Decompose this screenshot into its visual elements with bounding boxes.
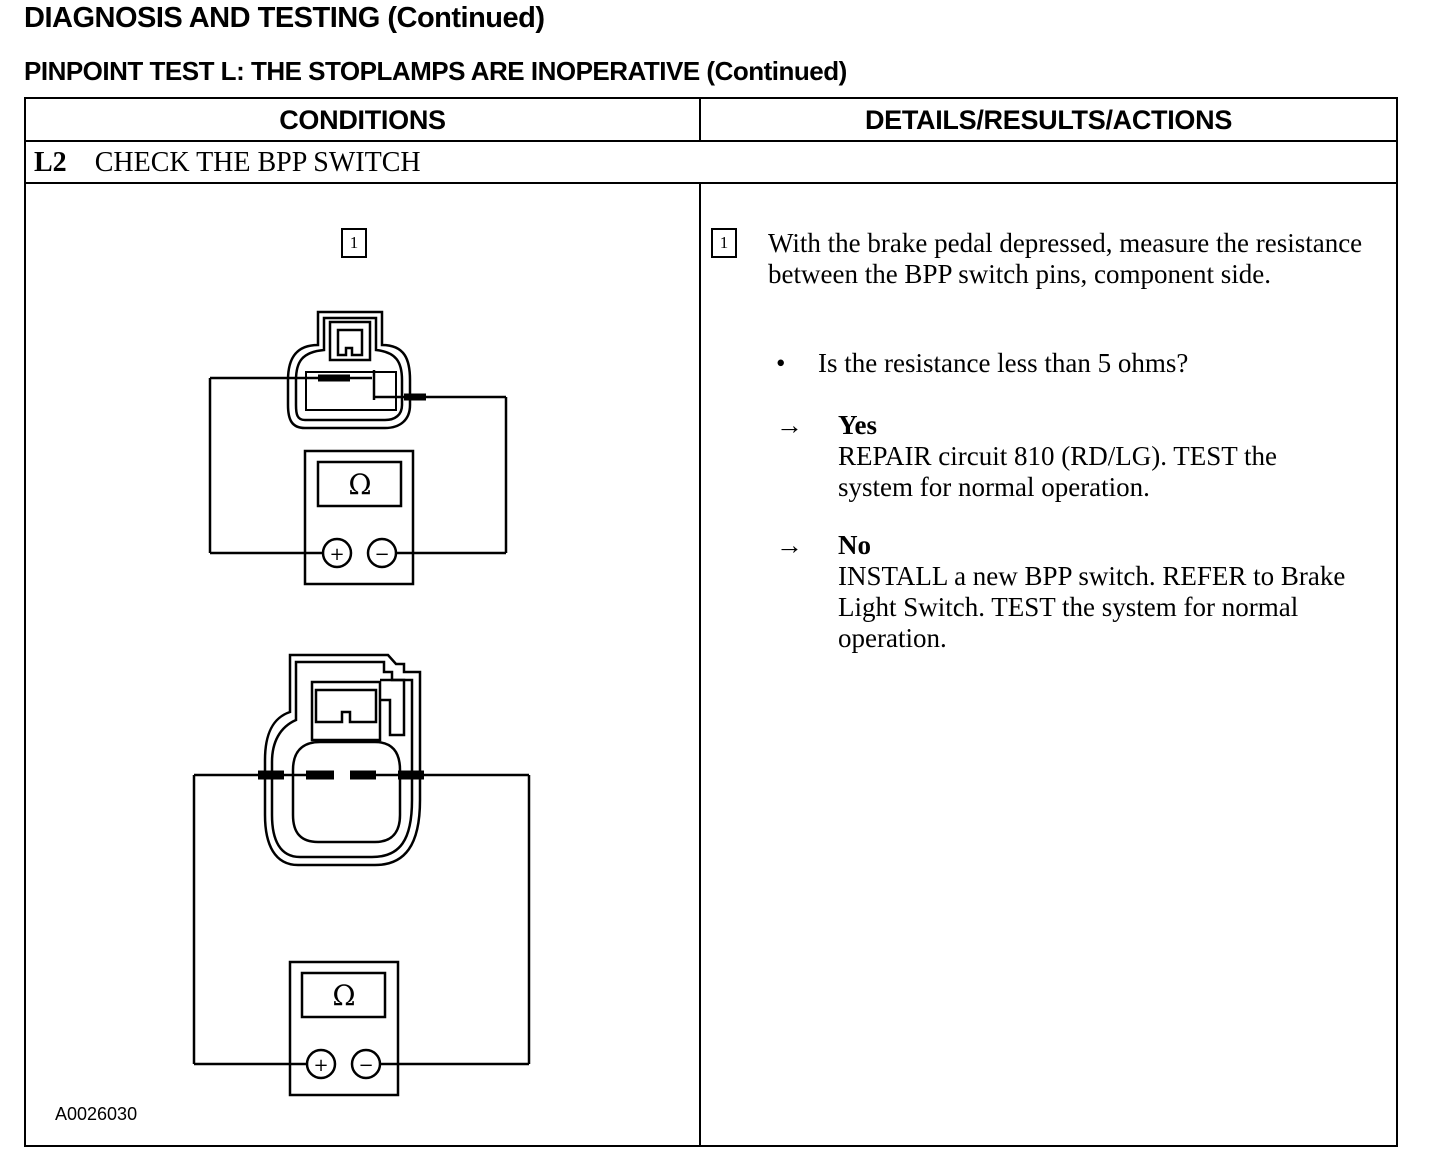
step-title: CHECK THE BPP SWITCH (94, 147, 421, 178)
bullet: • (776, 348, 786, 378)
header-divider (26, 140, 1396, 142)
result-label: Yes (838, 410, 877, 440)
column-divider-body (699, 183, 701, 1145)
step-id: L2 (34, 147, 67, 178)
top-meter-ohm-symbol: Ω (348, 468, 371, 501)
instruction-text: With the brake pedal depressed, measure … (768, 228, 1363, 289)
top-minus-symbol: − (374, 544, 389, 565)
question-text: Is the resistance less than 5 ohms? (818, 348, 1189, 378)
details-header: DETAILS/RESULTS/ACTIONS (864, 105, 1233, 135)
column-divider-header (699, 99, 701, 141)
result-action: REPAIR circuit 810 (RD/LG). TEST the sys… (838, 441, 1277, 502)
result-label: No (838, 530, 871, 560)
result-action: INSTALL a new BPP switch. REFER to Brake… (838, 561, 1346, 653)
arrow-icon: → (776, 410, 803, 440)
details-callout: 1 (711, 228, 737, 258)
figure-id: A0026030 (55, 1104, 138, 1124)
conditions-callout: 1 (341, 228, 367, 258)
bottom-minus-symbol: − (358, 1055, 373, 1076)
top-connector-illustration (286, 310, 412, 430)
bottom-plus-symbol: + (313, 1055, 328, 1076)
question-row: • Is the resistance less than 5 ohms? (776, 348, 1366, 379)
page-heading: DIAGNOSIS AND TESTING (Continued) (24, 2, 545, 34)
conditions-header: CONDITIONS (279, 105, 446, 135)
bottom-connector-illustration (263, 653, 422, 867)
arrow-icon: → (776, 530, 803, 560)
bpp-switch-test-illustration: Ω + − Ω + − (192, 310, 531, 1097)
step-row: L2 CHECK THE BPP SWITCH (34, 147, 421, 179)
bottom-meter-ohm-symbol: Ω (332, 979, 355, 1012)
pinpoint-table: CONDITIONS DETAILS/RESULTS/ACTIONS L2 CHE… (24, 97, 1398, 1147)
top-plus-symbol: + (329, 544, 344, 565)
test-heading: PINPOINT TEST L: THE STOPLAMPS ARE INOPE… (24, 56, 847, 86)
step-divider (26, 182, 1396, 184)
